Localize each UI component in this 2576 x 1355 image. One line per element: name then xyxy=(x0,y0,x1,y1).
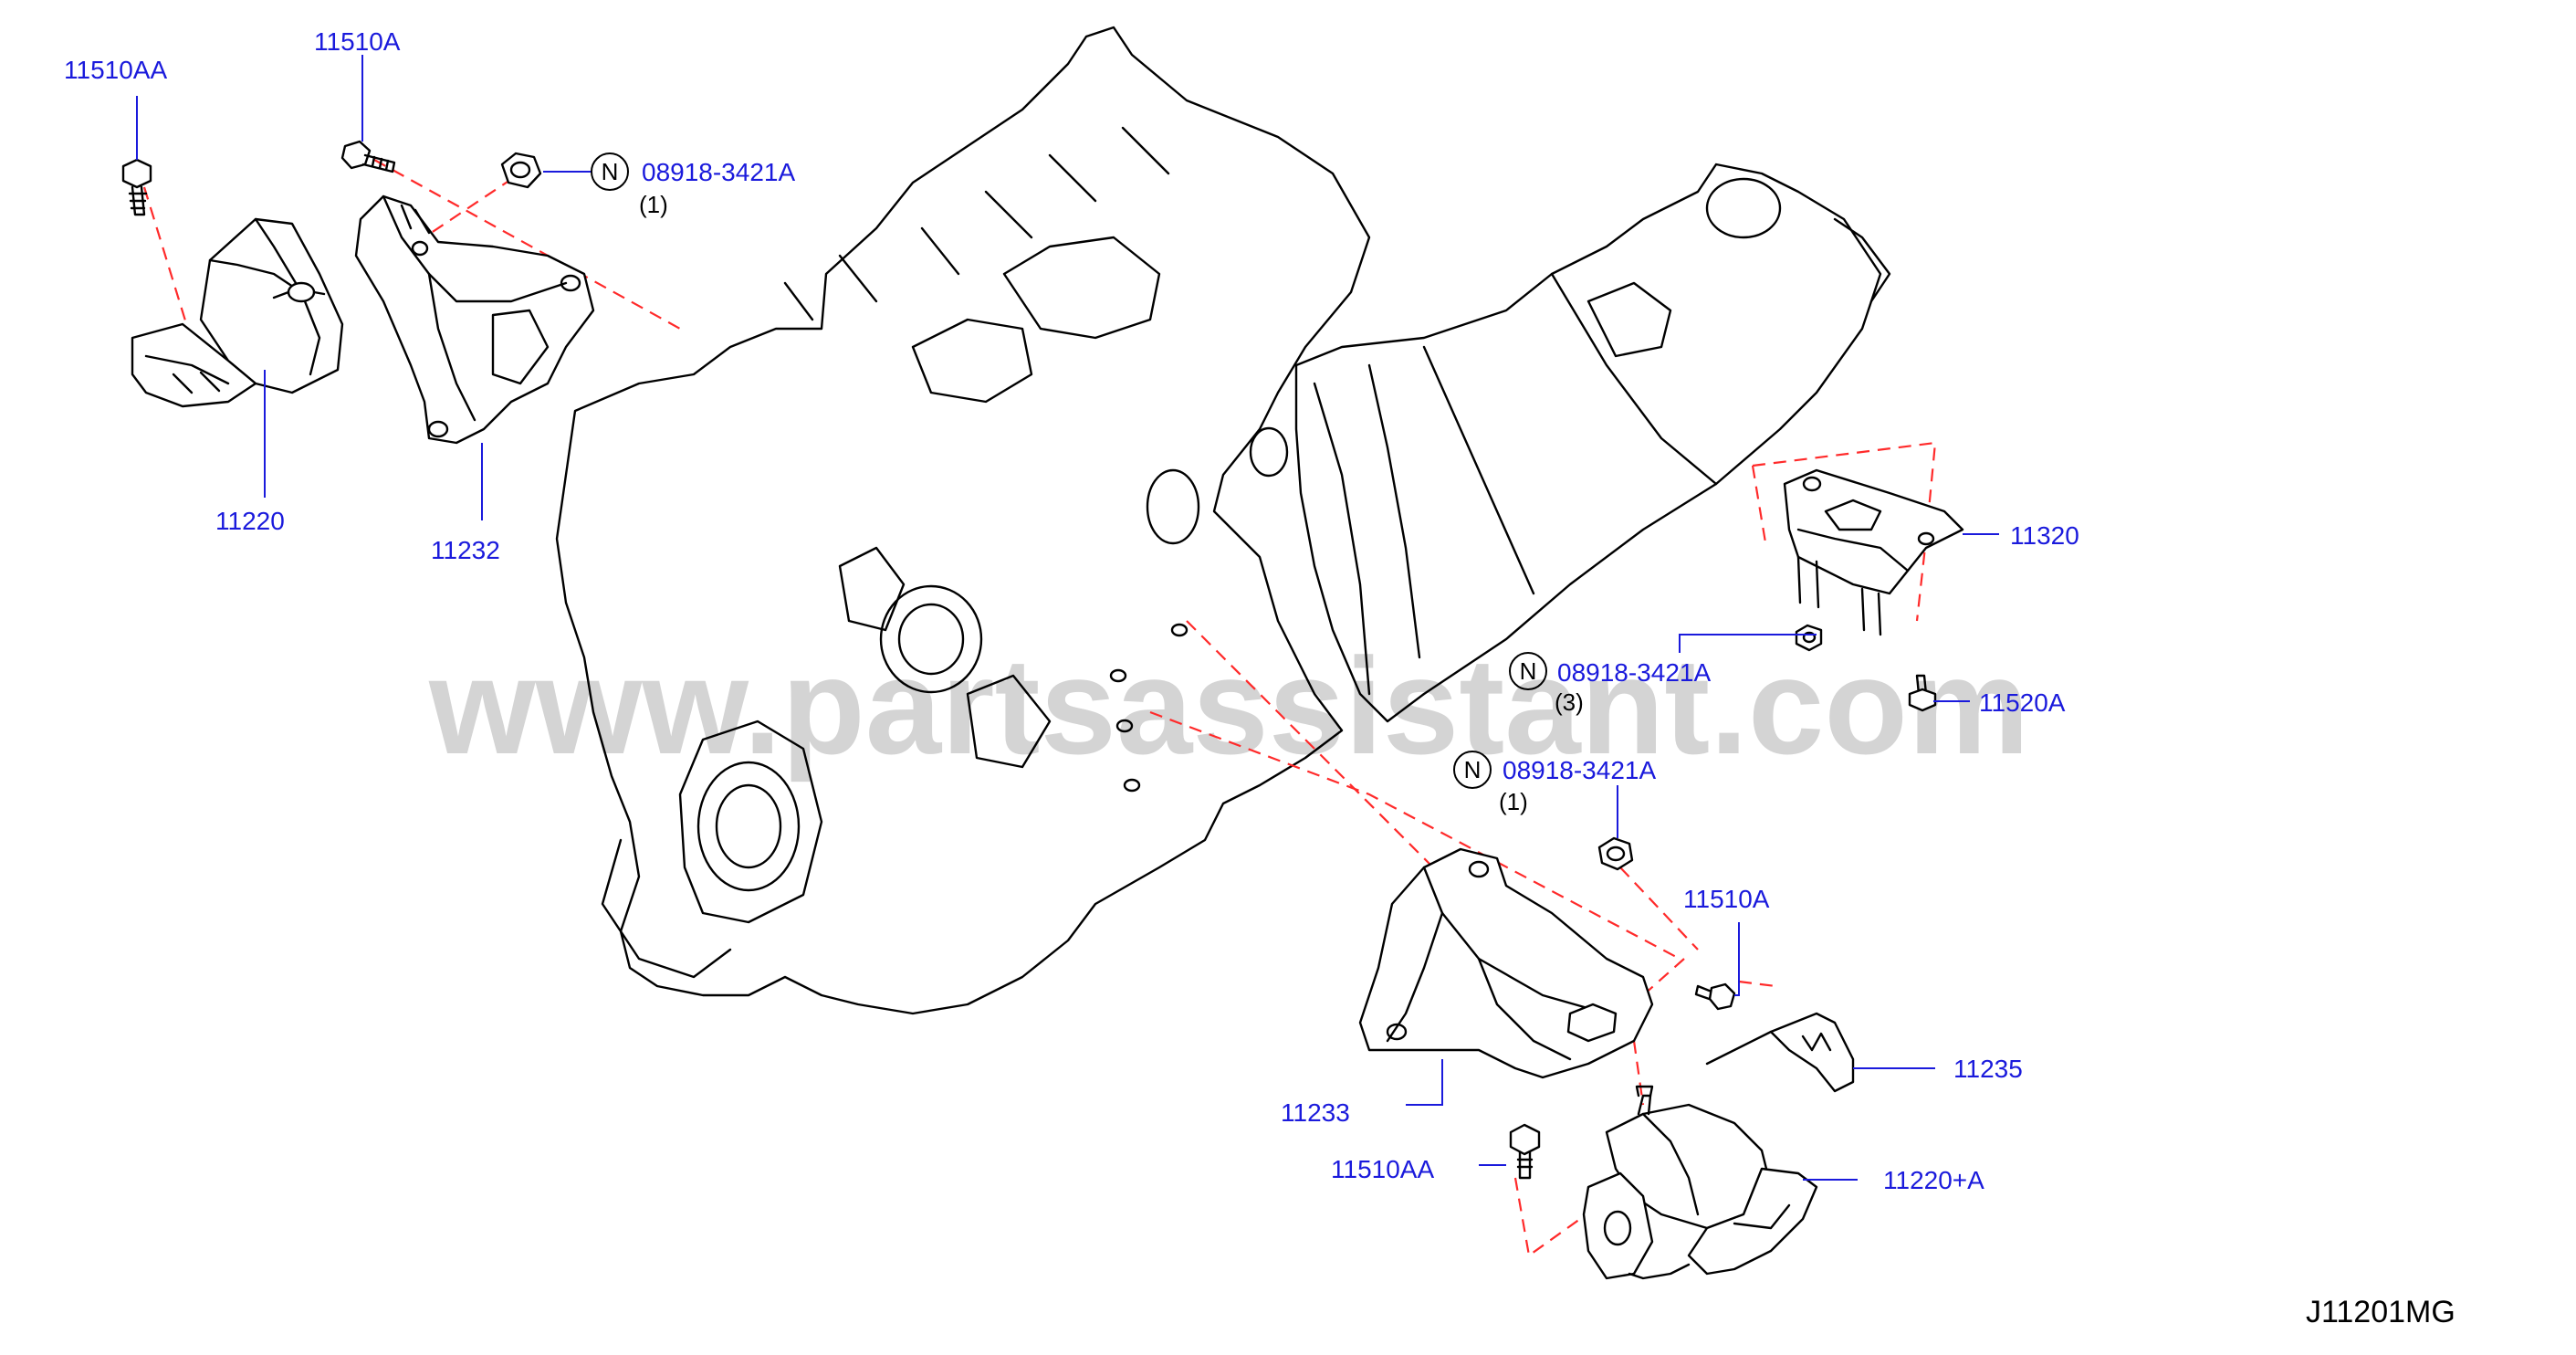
bolt-11510a-top-drawing xyxy=(340,140,396,173)
watermark: www.partsassistant.com xyxy=(428,629,2029,783)
callout-nut-low-qty: (1) xyxy=(1499,788,1528,815)
transmission-drawing xyxy=(1294,163,1891,723)
nut-top-drawing xyxy=(500,152,542,189)
nut-low-drawing xyxy=(1597,836,1634,871)
rear-mount-11320-drawing xyxy=(1783,468,1964,636)
callout-11233[interactable]: 11233 xyxy=(1281,1098,1350,1127)
callout-nut-top-qty: (1) xyxy=(639,191,668,218)
callout-11520a[interactable]: 11520A xyxy=(1979,688,2066,717)
callout-11510a-low[interactable]: 11510A xyxy=(1683,885,1770,913)
engine-mount-11220a-drawing xyxy=(1582,1085,1818,1280)
callout-11510a-top[interactable]: 11510A xyxy=(314,27,401,56)
callout-11220[interactable]: 11220 xyxy=(215,507,285,535)
note-symbol-mid-letter: N xyxy=(1520,657,1537,685)
callout-nut-mid[interactable]: 08918-3421A xyxy=(1557,658,1711,687)
callout-11232[interactable]: 11232 xyxy=(431,536,500,564)
note-symbol-top: N xyxy=(591,152,629,191)
bracket-11233-drawing xyxy=(1358,847,1654,1079)
engine-assembly-drawing xyxy=(555,26,1371,1015)
callout-11235[interactable]: 11235 xyxy=(1953,1055,2023,1083)
callout-11510aa-low[interactable]: 11510AA xyxy=(1331,1155,1434,1183)
note-symbol-low-letter: N xyxy=(1464,756,1482,783)
callout-11220a[interactable]: 11220+A xyxy=(1883,1166,1984,1194)
leader-lines xyxy=(136,55,1999,1181)
heat-shield-11235-drawing xyxy=(1705,1012,1855,1093)
note-symbol-mid: N xyxy=(1509,652,1547,690)
assembly-guide-lines xyxy=(142,159,1937,1257)
diagram-code: J11201MG xyxy=(2306,1295,2456,1329)
callout-labels: 11510AA 11510A 08918-3421A (1) 11220 112… xyxy=(64,27,2079,1194)
callout-11510aa-top[interactable]: 11510AA xyxy=(64,56,167,84)
nut-mid-drawing xyxy=(1795,624,1823,652)
callout-nut-low[interactable]: 08918-3421A xyxy=(1503,756,1656,784)
bolt-11510aa-top-drawing xyxy=(121,158,152,216)
bolt-11510a-low-drawing xyxy=(1694,982,1736,1011)
bracket-11232-drawing xyxy=(354,194,595,445)
callout-nut-top[interactable]: 08918-3421A xyxy=(642,158,795,186)
note-symbol-low: N xyxy=(1453,751,1492,789)
note-symbol-top-letter: N xyxy=(602,158,619,185)
engine-mount-11220-drawing xyxy=(131,217,344,408)
callout-11320[interactable]: 11320 xyxy=(2010,521,2079,550)
bolt-11510aa-low-drawing xyxy=(1509,1123,1541,1180)
callout-nut-mid-qty: (3) xyxy=(1555,688,1584,716)
bolt-11520a-drawing xyxy=(1908,674,1937,712)
